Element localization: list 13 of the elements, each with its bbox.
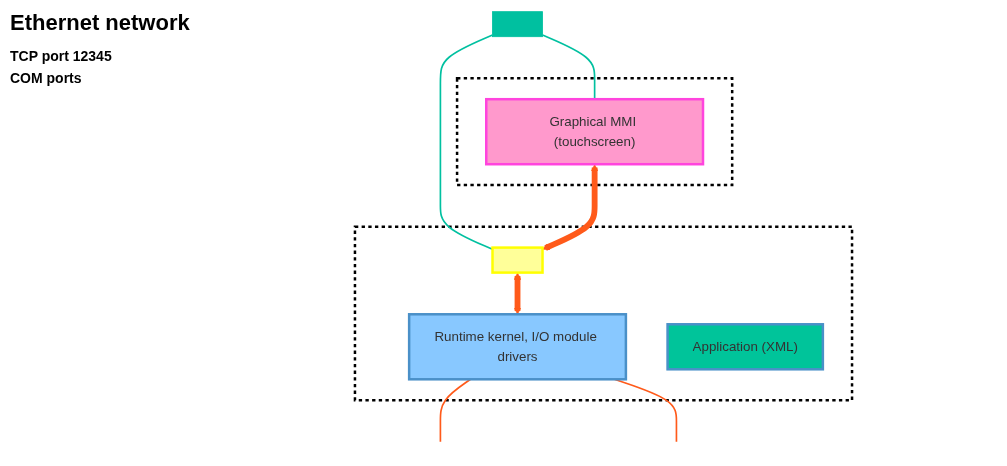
diagram-title: Ethernet network bbox=[10, 10, 190, 36]
node-box: Application (XML) bbox=[666, 323, 825, 371]
note-label: TCP port 12345 bbox=[10, 48, 113, 64]
arrow bbox=[513, 272, 522, 315]
node-box: Runtime kernel, I/O module drivers bbox=[407, 313, 628, 381]
connector bbox=[439, 34, 494, 251]
cluster bbox=[455, 77, 734, 187]
node-bar bbox=[492, 11, 543, 38]
node-box bbox=[491, 246, 544, 274]
node-box: Graphical MMI (touchscreen) bbox=[485, 97, 705, 166]
cluster bbox=[353, 225, 854, 402]
arrow bbox=[542, 164, 599, 251]
note-label: COM ports bbox=[10, 70, 83, 86]
